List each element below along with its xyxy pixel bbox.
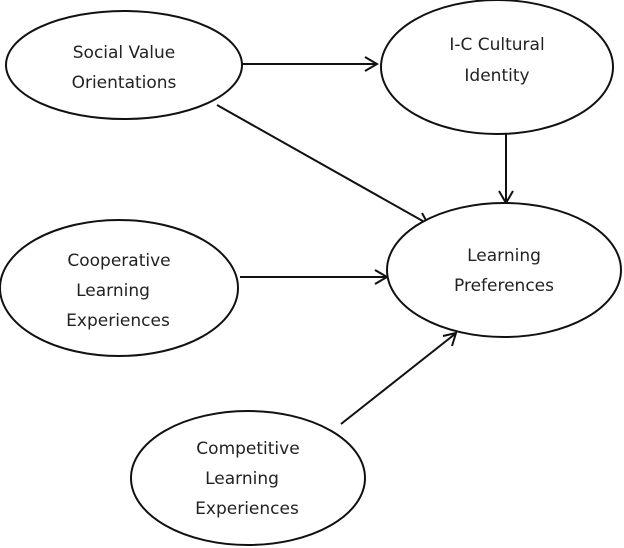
node-competitive-learning-experiences: Competitive Learning Experiences (130, 410, 366, 546)
node-label-line: Orientations (72, 73, 177, 93)
node-label-line: Cooperative (67, 251, 170, 271)
edge-svo-to-lp (216, 104, 430, 227)
node-learning-preferences: Learning Preferences (386, 202, 622, 338)
node-label-line: Experiences (195, 499, 299, 519)
edge-coop-to-lp (240, 269, 389, 285)
node-label-line: Experiences (66, 311, 170, 331)
node-label-line: Learning (76, 281, 150, 301)
node-label-line: Identity (464, 66, 529, 86)
edge-comp-to-lp (340, 331, 458, 425)
edge-svo-to-ici (242, 56, 379, 72)
edge-ici-to-lp (498, 134, 514, 205)
node-label-line: Competitive (196, 439, 299, 459)
node-label-line: I-C Cultural (449, 35, 544, 55)
node-label-line: Social Value (73, 43, 176, 63)
node-ic-cultural-identity: I-C Cultural Identity (380, 0, 614, 135)
node-cooperative-learning-experiences: Cooperative Learning Experiences (0, 219, 239, 357)
node-social-value-orientations: Social Value Orientations (5, 10, 243, 120)
node-label-line: Preferences (454, 276, 554, 296)
node-label-line: Learning (205, 469, 279, 489)
node-label-line: Learning (467, 246, 541, 266)
